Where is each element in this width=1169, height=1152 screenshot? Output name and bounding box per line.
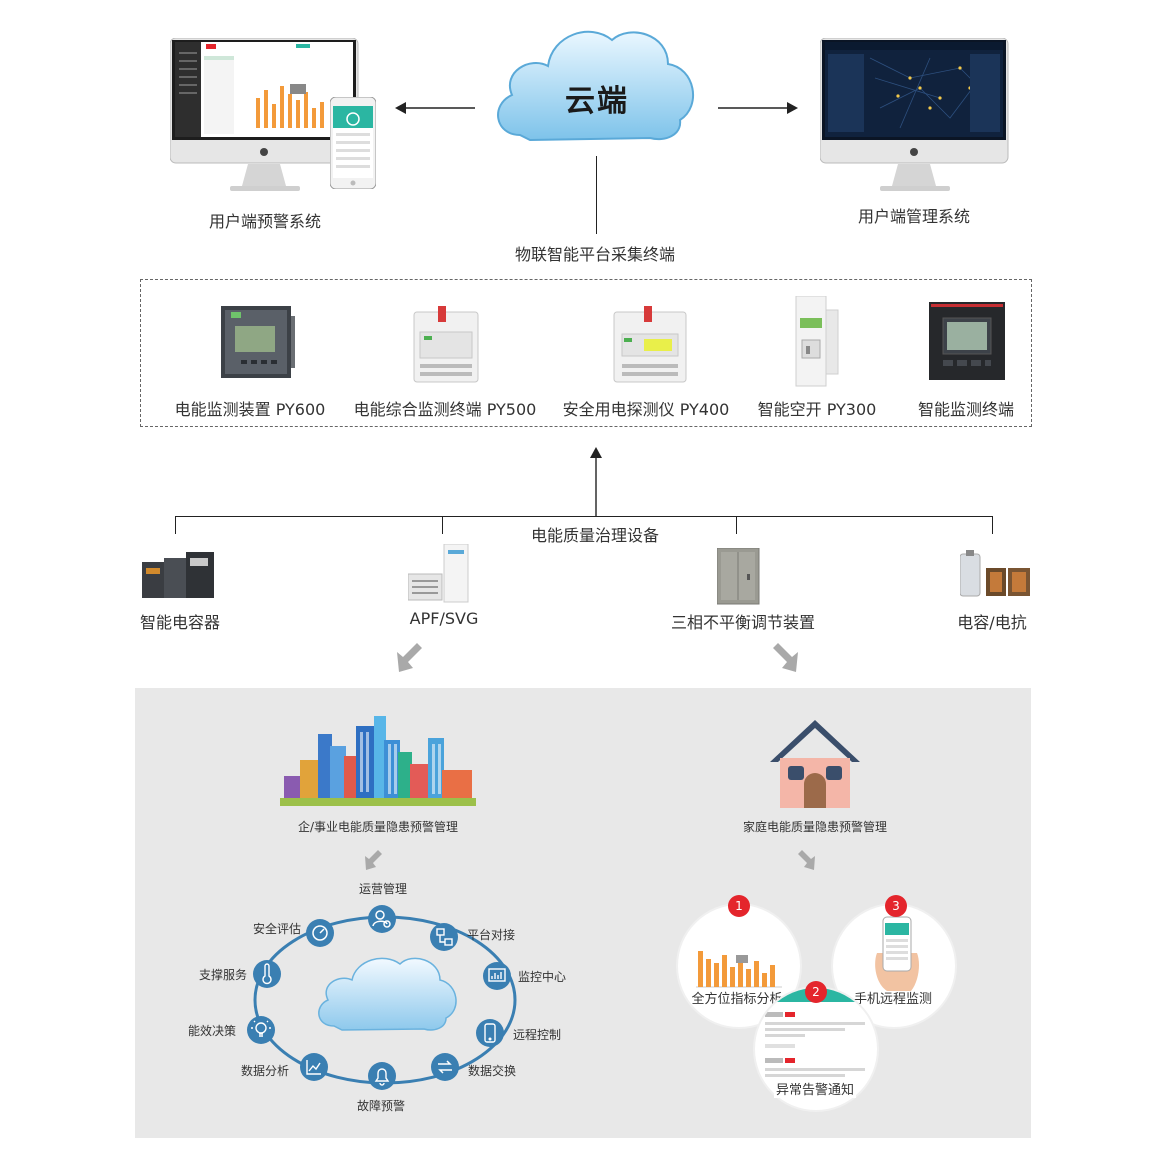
governance-bracket-line bbox=[175, 516, 993, 518]
phone-icon bbox=[484, 1023, 496, 1043]
arrow-down-left-2 bbox=[365, 850, 382, 870]
ring-label-analysis: 数据分析 bbox=[241, 1064, 290, 1078]
ring-label-operations: 运营管理 bbox=[359, 882, 408, 896]
hand-phone-thumbnail bbox=[875, 916, 919, 991]
ring-node-monitor bbox=[482, 961, 512, 991]
arrow-up bbox=[590, 447, 602, 517]
ring-node-exchange bbox=[430, 1052, 460, 1082]
devices-box bbox=[140, 279, 1032, 427]
device-py600-label: 电能监测装置 PY600 bbox=[174, 400, 326, 419]
feature-badge-3: 3 bbox=[885, 895, 907, 917]
arrow-left bbox=[395, 102, 475, 114]
network-icon bbox=[436, 928, 453, 946]
ring-label-platform: 平台对接 bbox=[467, 928, 516, 942]
bar-chart-thumbnail bbox=[696, 951, 782, 988]
bracket-tick-3 bbox=[736, 516, 738, 534]
gauge-icon bbox=[312, 925, 328, 941]
thermometer-icon bbox=[262, 963, 272, 985]
mobile-phone-app bbox=[330, 97, 376, 189]
platform-label: 物联智能平台采集终端 bbox=[514, 245, 676, 264]
feature-badge-1: 1 bbox=[728, 895, 750, 917]
cloud-graphic bbox=[490, 20, 700, 155]
device-py400-label: 安全用电探测仪 PY400 bbox=[562, 400, 730, 419]
device-py300-label: 智能空开 PY300 bbox=[757, 400, 877, 419]
ring-node-support bbox=[252, 959, 282, 989]
device-py300-image bbox=[792, 296, 842, 388]
arrow-down-right-1 bbox=[773, 643, 798, 672]
capacitor-reactor-image bbox=[960, 550, 1032, 600]
ring-node-platform bbox=[429, 922, 459, 952]
ring-node-safety bbox=[305, 918, 335, 948]
monitor-chart-icon bbox=[488, 968, 506, 982]
device-py500-image bbox=[410, 306, 482, 386]
house-illustration bbox=[768, 718, 862, 810]
ring-label-monitor: 监控中心 bbox=[518, 970, 567, 984]
ring-label-remote: 远程控制 bbox=[513, 1028, 562, 1042]
ring-node-remote bbox=[475, 1018, 505, 1048]
alarm-list-thumbnail bbox=[765, 1012, 865, 1077]
device-py500-label: 电能综合监测终端 PY500 bbox=[353, 400, 537, 419]
cloud-connector-line bbox=[596, 156, 598, 234]
left-system-label: 用户端预警系统 bbox=[208, 212, 322, 231]
smart-capacitor-label: 智能电容器 bbox=[139, 613, 221, 632]
feature-label-alarm: 异常告警通知 bbox=[773, 1079, 857, 1098]
capacitor-reactor-label: 电容/电抗 bbox=[957, 613, 1027, 632]
ring-label-fault: 故障预警 bbox=[357, 1099, 406, 1113]
arrow-down-right-2 bbox=[798, 850, 815, 870]
ring-center-cloud bbox=[312, 950, 462, 1036]
apf-svg-image bbox=[408, 544, 472, 604]
device-smart-terminal-image bbox=[929, 302, 1007, 382]
ring-label-efficiency: 能效决策 bbox=[188, 1024, 237, 1038]
device-py600-image bbox=[221, 306, 295, 382]
device-py400-image bbox=[610, 306, 690, 386]
cloud-label: 云端 bbox=[565, 84, 629, 119]
feature-badge-2: 2 bbox=[805, 981, 827, 1003]
line-chart-icon bbox=[306, 1060, 321, 1075]
ring-node-operations bbox=[367, 904, 397, 934]
ring-node-analysis bbox=[299, 1052, 329, 1082]
city-illustration bbox=[280, 716, 476, 808]
ring-label-safety: 安全评估 bbox=[253, 922, 302, 936]
arrow-down-left-1 bbox=[397, 643, 422, 672]
home-title: 家庭电能质量隐患预警管理 bbox=[742, 820, 888, 834]
bracket-tick-1 bbox=[175, 516, 177, 534]
ring-label-support: 支撑服务 bbox=[199, 968, 248, 982]
user-warning-system-monitor bbox=[170, 38, 360, 193]
ring-node-fault bbox=[367, 1061, 397, 1091]
smart-capacitor-image bbox=[142, 552, 216, 602]
device-smart-terminal-label: 智能监测终端 bbox=[917, 400, 1015, 419]
bulb-icon bbox=[251, 1020, 271, 1037]
apf-svg-label: APF/SVG bbox=[409, 609, 479, 628]
bracket-tick-2 bbox=[442, 516, 444, 534]
bracket-tick-4 bbox=[992, 516, 994, 534]
ring-node-efficiency bbox=[246, 1015, 276, 1045]
enterprise-title: 企/事业电能质量隐患预警管理 bbox=[297, 820, 459, 834]
right-system-label: 用户端管理系统 bbox=[857, 207, 971, 226]
governance-title: 电能质量治理设备 bbox=[526, 522, 664, 546]
three-phase-balancer-image bbox=[717, 548, 761, 606]
feature-circle-mobile bbox=[833, 905, 955, 1027]
three-phase-balancer-label: 三相不平衡调节装置 bbox=[670, 613, 816, 632]
user-management-system-monitor bbox=[820, 38, 1010, 193]
user-search-icon bbox=[372, 910, 391, 928]
exchange-icon bbox=[438, 1060, 452, 1074]
ring-label-exchange: 数据交换 bbox=[468, 1064, 517, 1078]
arrow-right bbox=[718, 102, 798, 114]
bell-icon bbox=[374, 1068, 390, 1086]
